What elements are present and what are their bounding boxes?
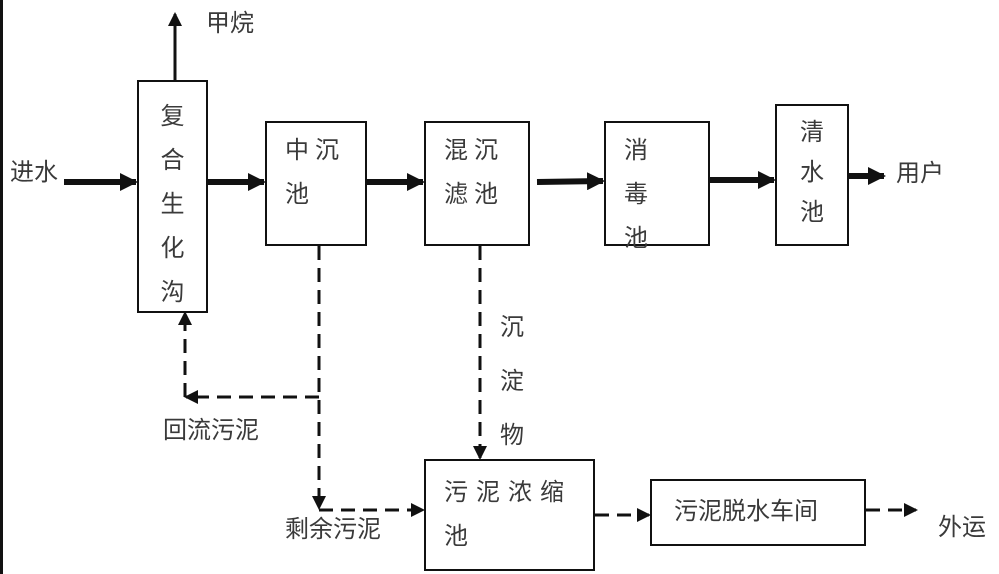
vertical-char: 沟 [160,278,185,306]
vertical-char: 合 [160,146,185,174]
label-return-sludge: 回流污泥 [163,416,259,444]
label-sediment: 沉淀物 [492,300,532,462]
node-mix-filter [424,121,530,246]
label-user: 用户 [896,159,944,187]
node-biochem-ditch [137,80,208,313]
node-sludge-dewatering [650,479,866,546]
label-excess-sludge: 剩余污泥 [285,515,381,543]
node-mid-settling-label: 中沉池 [285,136,345,208]
node-disinfection [604,121,710,246]
vertical-char: 淀 [500,367,524,395]
vertical-char: 沉 [500,313,524,341]
node-clear-water [775,104,849,246]
vertical-char: 水 [800,158,824,186]
node-disinfection-label: 消毒池 [624,136,662,252]
vertical-char: 物 [500,421,524,449]
node-clear-water-label: 清水池 [775,112,849,232]
node-sludge-thickening-label: 污泥浓缩池 [444,478,572,550]
label-methane: 甲烷 [206,9,254,37]
node-biochem-ditch-label: 复合生化沟 [137,94,208,314]
node-sludge-dewatering-label: 污泥脱水车间 [674,497,818,525]
arrow-mix-to-disinfection [536,172,605,191]
label-transport-out: 外运 [938,513,986,541]
label-inflow: 进水 [10,158,58,186]
vertical-char: 生 [160,190,185,218]
vertical-char: 清 [800,118,824,146]
vertical-char: 池 [800,198,824,226]
node-mid-settling [265,121,367,246]
vertical-char: 复 [160,102,185,130]
node-sludge-thickening [424,459,595,571]
node-mix-filter-label: 混沉滤池 [444,136,504,208]
vertical-char: 化 [160,234,185,262]
